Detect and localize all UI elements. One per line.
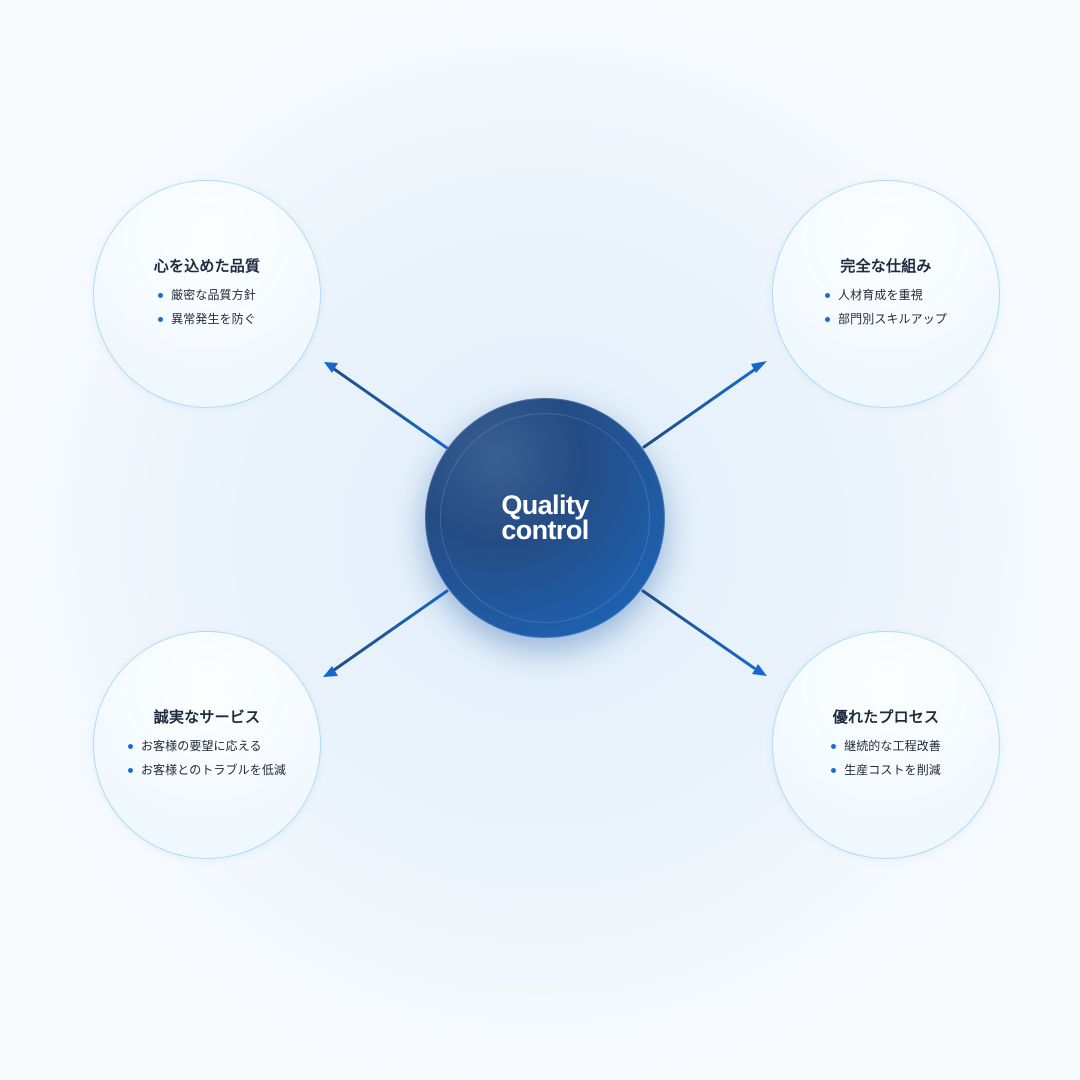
bullet-dot-icon xyxy=(825,317,831,322)
bullet-list: 継続的な工程改善 生産コストを削減 xyxy=(831,739,941,787)
bullet-list: お客様の要望に応える お客様とのトラブルを低減 xyxy=(127,739,287,787)
bullet-dot-icon xyxy=(127,768,133,773)
bullet-item: お客様の要望に応える xyxy=(127,739,286,754)
bullet-item: 人材育成を重視 xyxy=(825,288,947,303)
bullet-dot-icon xyxy=(825,293,831,298)
center-title: Quality control xyxy=(501,490,589,545)
node-quality-heart: 心を込めた品質 厳密な品質方針 異常発生を防ぐ xyxy=(93,180,321,408)
node-content: 誠実なサービス お客様の要望に応える お客様とのトラブルを低減 xyxy=(94,708,320,787)
bullet-dot-icon xyxy=(831,744,837,749)
bullet-item: お客様とのトラブルを低減 xyxy=(127,763,287,778)
connector-bottom-right xyxy=(641,589,756,670)
bullet-text: お客様の要望に応える xyxy=(140,739,262,753)
bullet-text: 生産コストを削減 xyxy=(844,763,941,777)
bullet-item: 部門別スキルアップ xyxy=(825,312,947,327)
bullet-item: 生産コストを削減 xyxy=(831,763,941,778)
node-title: 心を込めた品質 xyxy=(153,257,261,275)
node-title: 完全な仕組み xyxy=(840,257,932,275)
bullet-dot-icon xyxy=(127,744,133,749)
arrowhead-top-left xyxy=(324,362,338,373)
bullet-text: 厳密な品質方針 xyxy=(171,288,256,302)
bullet-dot-icon xyxy=(831,768,837,773)
node-content: 優れたプロセス 継続的な工程改善 生産コストを削減 xyxy=(773,708,999,787)
bullet-text: 異常発生を防ぐ xyxy=(171,312,256,326)
bullet-dot-icon xyxy=(158,293,164,298)
bullet-dot-icon xyxy=(158,317,164,322)
bullet-item: 厳密な品質方針 xyxy=(158,288,256,303)
bullet-list: 人材育成を重視 部門別スキルアップ xyxy=(825,288,947,336)
connector-top-left xyxy=(332,367,449,450)
connector-bottom-left xyxy=(332,589,449,672)
arrowhead-bottom-right xyxy=(752,664,767,676)
arrowhead-top-right xyxy=(751,361,767,373)
node-title: 優れたプロセス xyxy=(832,708,940,726)
bullet-text: お客様とのトラブルを低減 xyxy=(140,763,287,777)
center-node: Quality control xyxy=(425,398,665,638)
connector-top-right xyxy=(642,368,756,449)
node-title: 誠実なサービス xyxy=(153,708,261,726)
node-excellent-process: 優れたプロセス 継続的な工程改善 生産コストを削減 xyxy=(772,631,1000,859)
node-content: 心を込めた品質 厳密な品質方針 異常発生を防ぐ xyxy=(94,257,320,336)
bullet-text: 部門別スキルアップ xyxy=(838,312,947,326)
bullet-text: 継続的な工程改善 xyxy=(844,739,941,753)
bullet-item: 継続的な工程改善 xyxy=(831,739,941,754)
arrowhead-bottom-left xyxy=(323,666,338,677)
bullet-list: 厳密な品質方針 異常発生を防ぐ xyxy=(158,288,256,336)
node-complete-system: 完全な仕組み 人材育成を重視 部門別スキルアップ xyxy=(772,180,1000,408)
node-content: 完全な仕組み 人材育成を重視 部門別スキルアップ xyxy=(773,257,999,336)
bullet-item: 異常発生を防ぐ xyxy=(158,312,256,327)
node-sincere-service: 誠実なサービス お客様の要望に応える お客様とのトラブルを低減 xyxy=(93,631,321,859)
bullet-text: 人材育成を重視 xyxy=(838,288,923,302)
